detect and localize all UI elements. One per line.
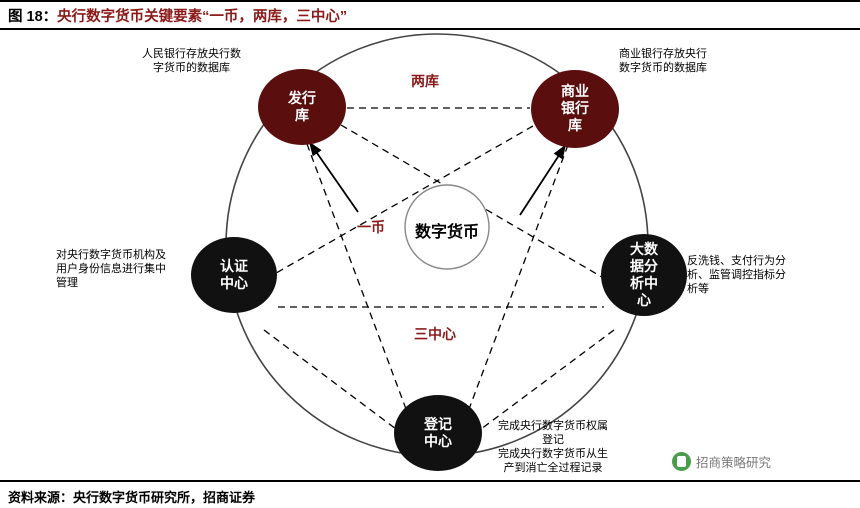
annotation-registry-center: 完成央行数字货币权属 登记 完成央行数字货币从生 产到消亡全过程记录 xyxy=(498,420,608,474)
watermark: 招商策略研究 xyxy=(672,452,771,471)
figure-number: 图 18： xyxy=(8,9,58,25)
annotation-commercial-bank: 商业银行存放央行 数字货币的数据库 xyxy=(619,48,707,74)
annotation-auth-center: 对央行数字货币机构及 用户身份信息进行集中 管理 xyxy=(56,249,166,289)
watermark-label: 招商策略研究 xyxy=(696,456,772,470)
title-label: 央行数字货币关键要素“一币，两库，三中心” xyxy=(57,9,348,25)
node-registry-center xyxy=(394,395,482,471)
footer-divider xyxy=(0,480,860,508)
dashed-links xyxy=(263,107,615,436)
node-auth-center xyxy=(191,237,277,313)
diagram-svg xyxy=(191,33,687,471)
page-title: 图 18：央行数字货币关键要素“一币，两库，三中心” xyxy=(8,5,347,26)
node-issue-bank xyxy=(258,69,346,145)
center-node xyxy=(404,184,490,270)
solid-arrows xyxy=(308,141,566,216)
source-note: 资料来源：央行数字货币研究所，招商证券 xyxy=(8,490,256,505)
group-label-three-centers: 三中心 xyxy=(414,326,456,342)
group-label-two-repos: 两库 xyxy=(411,73,439,89)
annotation-issue-bank: 人民银行存放央行数 字货币的数据库 xyxy=(142,48,241,74)
title-bar xyxy=(0,0,860,30)
annotation-bigdata-center: 反洗钱、支付行为分 析、监管调控指标分 析等 xyxy=(687,255,786,295)
node-bigdata-center xyxy=(601,234,687,316)
group-label-one-coin: 一币 xyxy=(357,219,385,235)
wechat-logo-icon xyxy=(672,452,691,471)
node-commercial-bank xyxy=(531,70,619,148)
diagram-canvas: 发行 库 商业 银行 库 认证 中心 大数 据分 析中 心 登记 中心 数字货币… xyxy=(0,30,860,480)
